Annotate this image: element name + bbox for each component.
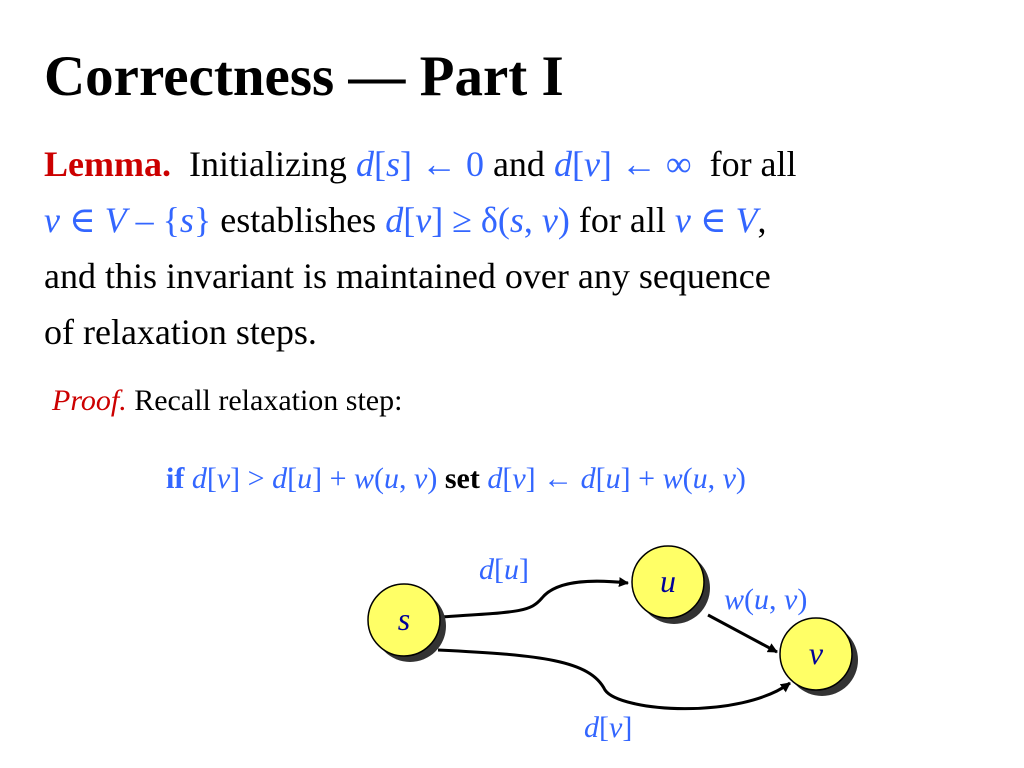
proof-text: Recall relaxation step: — [126, 384, 403, 417]
lemma-heading: Lemma. — [44, 144, 171, 184]
lemma-line-3: and this invariant is maintained over an… — [44, 256, 771, 296]
node-s: s — [367, 583, 446, 662]
if-keyword: if — [166, 462, 185, 495]
lemma-text: and — [483, 144, 554, 184]
math-expr: d[s] ← 0 — [355, 144, 484, 184]
node-label-v: v — [809, 635, 824, 671]
edge-label-du: d[u] — [479, 553, 529, 586]
lemma-line-1: Lemma. Initializing d[s] ← 0 and d[v] ← … — [44, 136, 1004, 192]
edge-s-u — [439, 577, 629, 619]
node-label-u: u — [660, 563, 676, 599]
node-v: v — [779, 617, 858, 696]
node-circle — [367, 583, 441, 657]
edge-label-dv: d[v] — [584, 711, 632, 744]
lemma-text: for all — [691, 144, 797, 184]
node-label-s: s — [398, 601, 410, 637]
lemma-text: Initializing — [188, 144, 356, 184]
edge-label-wuv: w(u, v) — [724, 583, 807, 616]
lemma-line-4: of relaxation steps. — [44, 312, 317, 352]
edge-u-v — [707, 613, 778, 654]
slide-title: Correctness — Part I — [44, 45, 564, 108]
math-expr: d[v] ≥ δ(s, v) — [385, 200, 570, 240]
node-circle — [779, 617, 853, 691]
proof-label: Proof. — [52, 384, 127, 417]
node-circle — [631, 545, 705, 619]
math-expr: d[v] ← ∞ — [553, 144, 692, 184]
lemma-block: Lemma. Initializing d[s] ← 0 and d[v] ← … — [44, 136, 1004, 360]
proof-line: Proof. Recall relaxation step: — [52, 384, 402, 418]
lemma-text: , — [757, 200, 767, 240]
math-expr: v ∈ V – {s} — [44, 200, 212, 240]
lemma-text: for all — [569, 200, 675, 240]
node-u: u — [631, 545, 710, 624]
set-keyword: set — [444, 462, 480, 495]
math-expr: v ∈ V — [674, 200, 758, 240]
edge-s-v — [437, 648, 791, 711]
relaxation-formula: if d[v] > d[u] + w(u, v) set d[v] ← d[u]… — [166, 462, 746, 495]
lemma-line-2: v ∈ V – {s} establishes d[v] ≥ δ(s, v) f… — [44, 192, 1004, 248]
lemma-text: establishes — [211, 200, 386, 240]
